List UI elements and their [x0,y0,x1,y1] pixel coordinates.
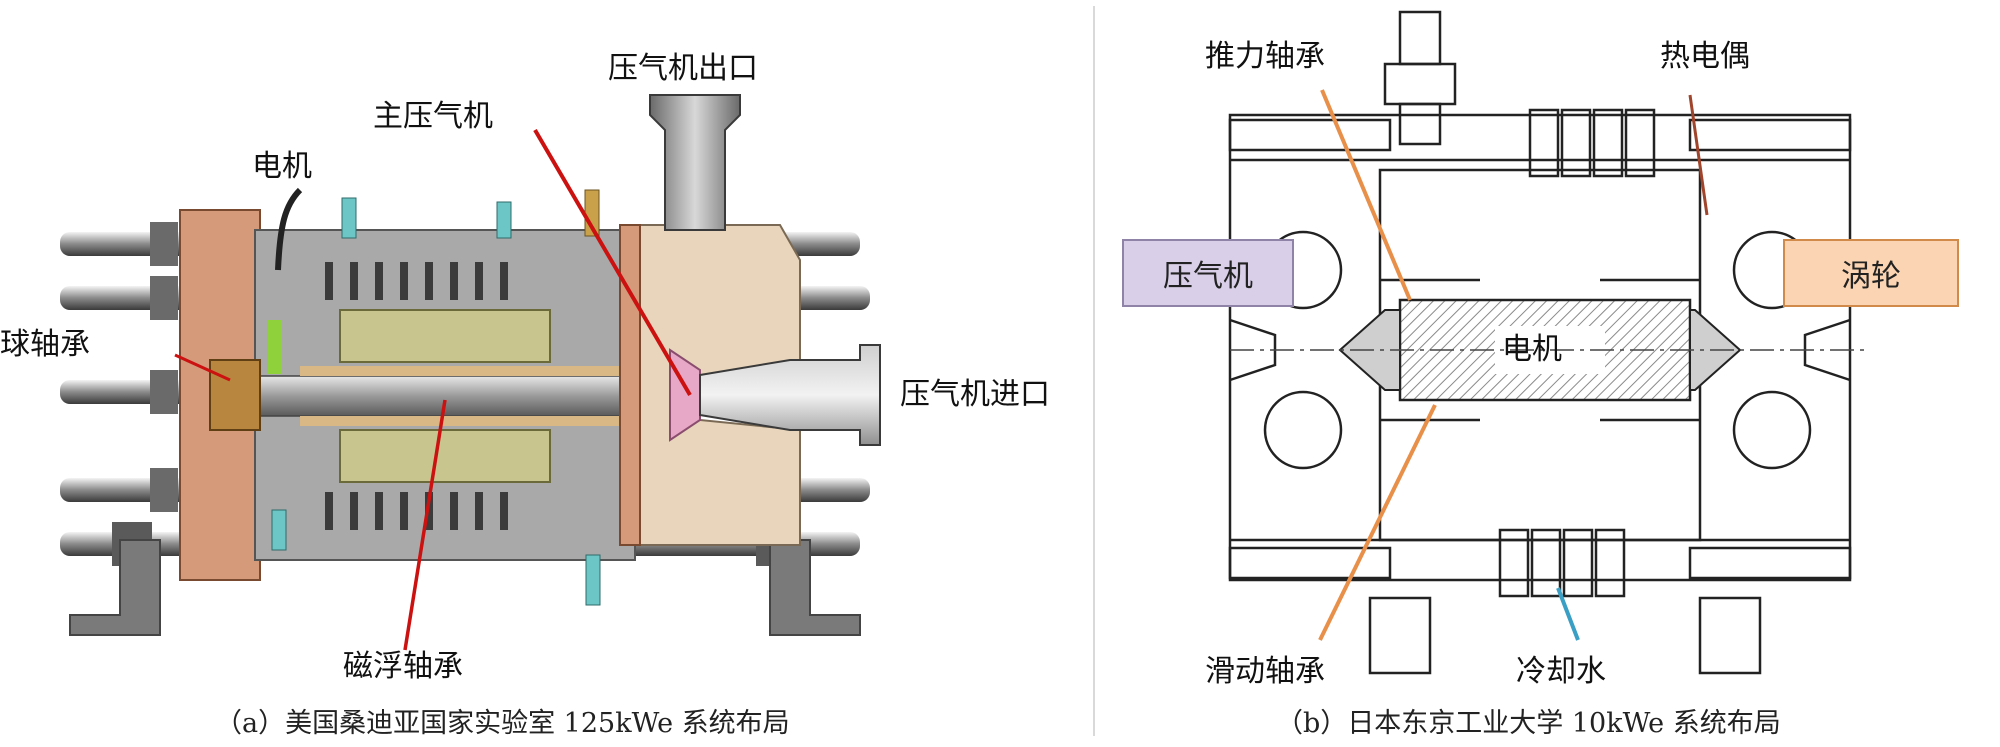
label-motor: 电机 [252,149,312,184]
compressor-box [1122,239,1294,307]
outer-housing [1228,113,1852,582]
nut [150,468,178,512]
stator-top [339,309,551,363]
sensor-green [268,320,282,374]
rotor-sleeve [300,416,630,426]
panel-a-drawing [60,94,881,651]
caption-panel-b: （b）日本东京工业大学 10kWe 系统布局 [1276,708,1781,739]
caption-panel-a: （a）美国桑迪亚国家实验室 125kWe 系统布局 [215,708,790,739]
compressor-inlet-nozzle [699,344,881,446]
callout-line-cooling-water [1556,587,1580,641]
panel-b-tokyo-tech-layout: 压气机 涡轮 推力轴承 热电偶 电机 滑动轴承 冷却水 （b）日本东京工业大学 … [1100,0,2000,747]
callout-line-main-compressor [533,128,692,397]
label-thrust-bearing: 推力轴承 [1205,39,1325,74]
support-stands [69,539,861,636]
label-main-compressor: 主压气机 [373,99,493,134]
rotor-sleeve [300,366,630,376]
label-motor: 电机 [1502,332,1562,367]
label-ball-bearing: 球轴承 [0,327,90,362]
callout-line-magnetic-bearing [403,399,447,651]
compressor-volute-bottom [1263,390,1343,470]
motor-cable [275,187,303,271]
turbine-volute-bottom [1732,390,1812,470]
panel-a-sandia-layout: 压气机出口 主压气机 电机 球轴承 压气机进口 磁浮轴承 （a）美国桑迪亚国家实… [0,51,1050,740]
top-fitting [1398,10,1442,66]
callout-line-sliding-bearing [1318,404,1437,641]
label-compressor-inlet: 压气机进口 [900,377,1050,412]
label-cooling-water: 冷却水 [1516,654,1606,689]
stator-bottom [339,429,551,483]
label-compressor-outlet: 压气机出口 [608,51,758,86]
callout-line-thermocouple [1688,94,1709,216]
label-turbine: 涡轮 [1841,259,1901,294]
compressor-outlet-pipe [649,94,741,231]
callout-line-thrust-bearing [1320,89,1412,301]
callout-line-ball-bearing [174,353,231,382]
nut [150,370,178,414]
nut [150,276,178,320]
label-compressor: 压气机 [1163,259,1253,294]
label-sliding-bearing: 滑动轴承 [1205,654,1325,689]
label-thermocouple: 热电偶 [1660,39,1750,74]
bottom-fitting [1368,596,1432,675]
panel-b-drawing [1122,10,1959,675]
ball-bearing-housing [209,359,261,431]
right-end-plate [619,224,641,546]
turbine-box [1783,239,1959,307]
panel-divider [1093,6,1095,736]
label-magnetic-bearing: 磁浮轴承 [343,649,463,684]
nut [150,222,178,266]
